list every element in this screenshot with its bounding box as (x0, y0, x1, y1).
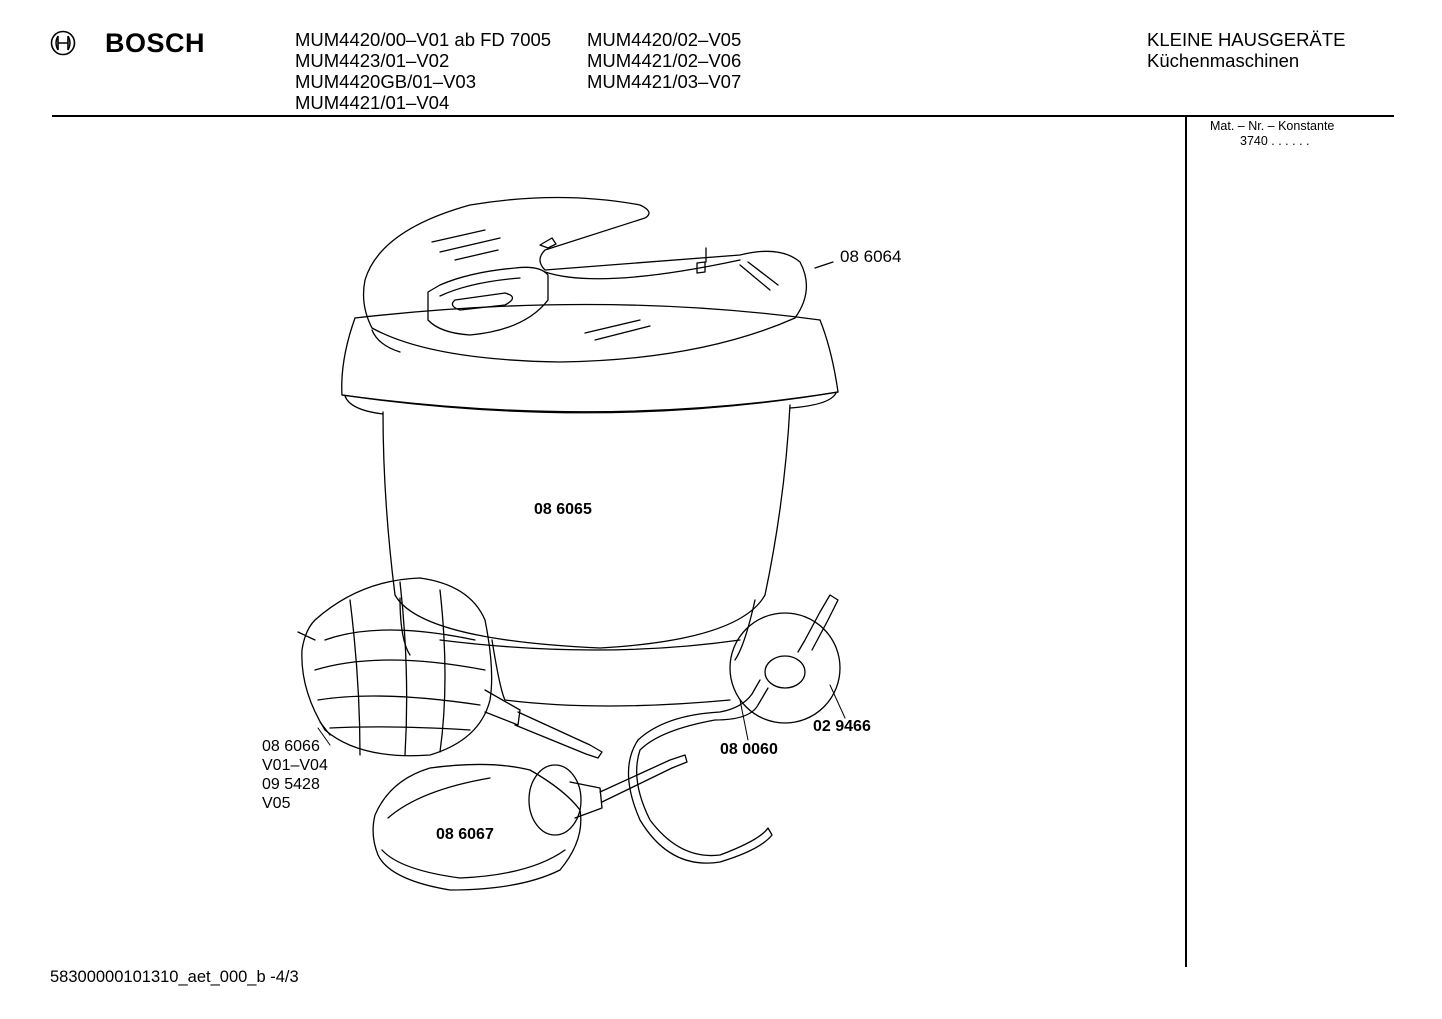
part-label-beater: 08 6067 (436, 826, 494, 843)
model-line: MUM4423/01–V02 (295, 50, 450, 71)
lid-drawing (362, 196, 834, 363)
part-label-kneading-hook: 08 0060 (720, 741, 778, 758)
category-block: KLEINE HAUSGERÄTE Küchenmaschinen (1147, 29, 1345, 71)
part-label-lid: 08 6064 (840, 247, 902, 266)
bowl-drawing (341, 303, 839, 707)
model-list-primary: MUM4420/00–V01 ab FD 7005 MUM4423/01–V02… (295, 29, 551, 113)
model-line: MUM4421/03–V07 (587, 71, 742, 92)
material-constant-value: 3740 . . . . . . (1240, 134, 1310, 148)
leader-lines (317, 684, 846, 746)
model-line: MUM4421/01–V04 (295, 92, 450, 113)
model-line: MUM4420/02–V05 (587, 29, 742, 50)
model-line: MUM4420GB/01–V03 (295, 71, 476, 92)
part-label-mixing-disc: 02 9466 (813, 718, 871, 735)
part-label-bowl: 08 6065 (534, 501, 592, 518)
category-title: KLEINE HAUSGERÄTE (1147, 29, 1346, 50)
model-list-secondary: MUM4420/02–V05 MUM4421/02–V06 MUM4421/03… (587, 29, 741, 92)
part-label-whisk-alt: 09 5428 (262, 776, 320, 793)
part-label-whisk-group: 08 6066 V01–V04 09 5428 V05 (262, 737, 328, 813)
material-constant: Mat. – Nr. – Konstante 3740 . . . . . . (1210, 119, 1334, 149)
material-constant-label: Mat. – Nr. – Konstante (1210, 119, 1335, 133)
mixing-disc-drawing (627, 594, 841, 864)
model-line: MUM4421/02–V06 (587, 50, 742, 71)
part-label-whisk-variant: V01–V04 (262, 757, 328, 774)
whisk-drawing (297, 577, 603, 759)
brand-name: BOSCH (105, 28, 206, 58)
side-divider (1185, 117, 1187, 967)
category-subtitle: Küchenmaschinen (1147, 50, 1300, 71)
model-line: MUM4420/00–V01 ab FD 7005 (295, 29, 552, 50)
part-label-whisk-alt-variant: V05 (262, 795, 291, 812)
header-divider (52, 115, 1394, 117)
document-id: 58300000101310_aet_000_b -4/3 (50, 968, 299, 986)
part-label-whisk: 08 6066 (262, 738, 320, 755)
bosch-logo-icon (50, 30, 76, 56)
beater-drawing (372, 754, 688, 891)
